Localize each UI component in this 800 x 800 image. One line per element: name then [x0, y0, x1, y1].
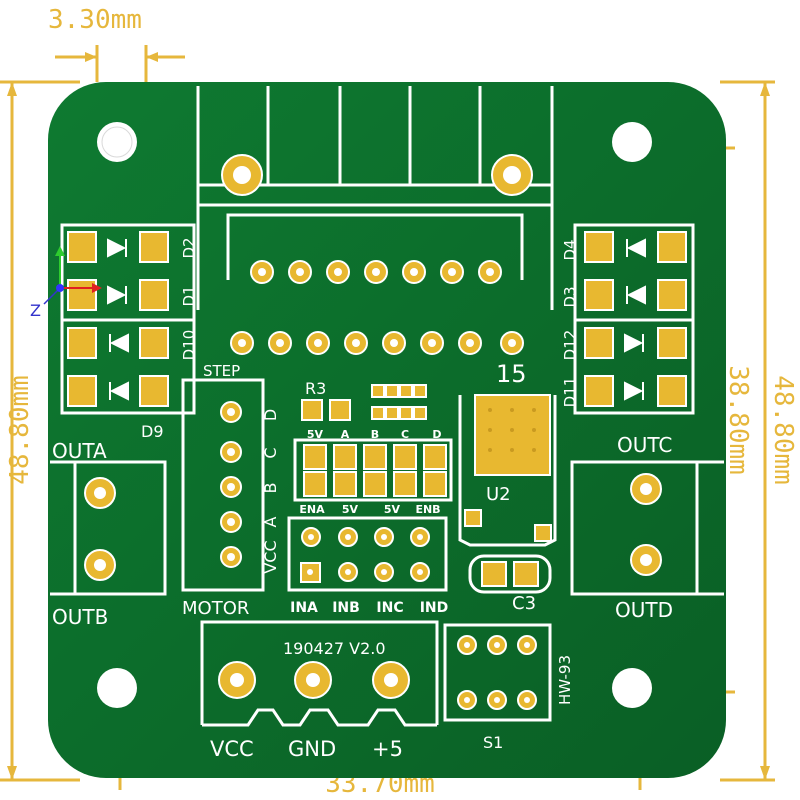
label-r3: R3	[305, 379, 326, 398]
label-ind: IND	[420, 600, 449, 616]
diode-symbols	[107, 238, 646, 401]
conn-letter-b: B	[261, 483, 280, 494]
label-d2: D2	[180, 237, 198, 258]
jumper-top-5v: 5V	[307, 428, 324, 441]
label-inc: INC	[376, 600, 403, 616]
jumper-bottom-5v-b: 5V	[384, 503, 401, 516]
label-step: STEP	[203, 362, 240, 380]
mounting-holes	[97, 122, 652, 708]
label-d12: D12	[561, 330, 579, 361]
label-ina: INA	[290, 600, 318, 616]
conn-label-vcc: VCC	[261, 540, 280, 573]
jumper-top-a: A	[341, 428, 350, 441]
label-date-version: 190427 V2.0	[283, 639, 386, 658]
silkscreen-outlines	[50, 86, 724, 727]
label-u2: U2	[486, 484, 511, 505]
axis-z-label: Z	[30, 301, 41, 320]
label-gnd: GND	[288, 737, 336, 761]
conn-letter-a: A	[261, 516, 280, 527]
conn-letter-d: D	[261, 409, 280, 421]
label-hw93: HW-93	[556, 655, 574, 705]
conn-letter-c: C	[261, 447, 280, 458]
pads	[67, 154, 687, 710]
pad-holes	[94, 166, 652, 703]
label-outd: OUTD	[615, 598, 673, 622]
jumper-bottom-ena: ENA	[299, 503, 325, 516]
dim-right-outer-height: 48.80mm	[768, 375, 798, 485]
label-c3: C3	[512, 593, 536, 614]
label-d4: D4	[561, 239, 579, 260]
label-15: 15	[496, 360, 527, 388]
label-d3: D3	[561, 286, 579, 307]
dim-right-inner-height: 38.80mm	[723, 365, 753, 475]
jumper-top-c: C	[401, 428, 409, 441]
label-d9: D9	[141, 422, 164, 441]
silkscreen-text: STEP R3 15 U2 C3 S1 D9 D2 D1 D10 D4 D3 D…	[52, 237, 673, 761]
u2-vias	[488, 408, 536, 452]
label-d11: D11	[561, 377, 579, 408]
label-vcc: VCC	[210, 737, 254, 761]
dim-left-height: 48.80mm	[5, 375, 35, 485]
pcb-board	[48, 82, 726, 778]
label-outb: OUTB	[52, 605, 108, 629]
label-outa: OUTA	[52, 439, 107, 463]
jumper-bottom-5v-a: 5V	[342, 503, 359, 516]
label-d10: D10	[180, 330, 198, 361]
label-motor: MOTOR	[182, 598, 249, 619]
label-d1: D1	[180, 285, 198, 306]
dim-top-width: 3.30mm	[48, 5, 142, 35]
jumper-top-b: B	[371, 428, 379, 441]
label-plus5: +5	[372, 737, 403, 761]
axis-indicator: Z	[30, 246, 102, 320]
label-inb: INB	[332, 600, 360, 616]
label-outc: OUTC	[617, 433, 672, 457]
jumper-top-d: D	[432, 428, 441, 441]
label-s1: S1	[483, 733, 503, 752]
jumper-bottom-enb: ENB	[415, 503, 440, 516]
